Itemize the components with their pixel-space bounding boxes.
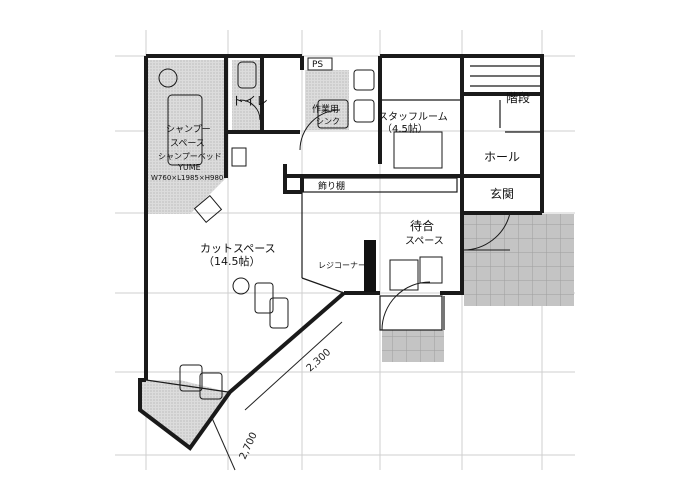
label-shampoo-2: スペース [170,139,205,149]
label-register: レジコーナー [318,261,366,270]
step-tiles [382,330,444,362]
label-hall: ホール [484,150,520,164]
label-cut-space: カットスペース [200,242,276,255]
dimension-2700: 2,700 [238,431,260,462]
label-staff-room: スタッフルーム [378,111,448,123]
toilet-floor [232,60,262,132]
label-waiting-top: 待合 [410,218,434,233]
label-shampoo-1: シャンプー [166,124,211,135]
entrance-tiles [464,214,574,306]
label-shampoo-5: W760×L1985×H980 [151,174,223,182]
label-work-bottom: シンク [316,117,340,126]
cut-chairs [158,61,443,400]
ps-box [307,57,333,71]
label-shampoo-3: シャンプーベッド [158,152,222,161]
label-entrance: 玄関 [490,186,514,201]
cut-corner-floor [140,380,228,446]
label-ps: PS [312,60,323,70]
label-shampoo-4: YUME [177,163,201,172]
label-toilet: トイレ [232,94,268,108]
label-waiting-bottom: スペース [405,236,444,247]
walls [138,54,544,451]
dimension-2300: 2,300 [305,347,334,374]
label-work-top: 作業用 [312,103,339,115]
dimension-lines [211,321,343,471]
label-staff-room-size: （4.5帖） [382,122,428,135]
shampoo-floor [148,60,226,214]
interior-lines [145,65,540,393]
label-divider: 飾り棚 [318,180,345,192]
register-counter [364,240,376,292]
label-cut-space-size: （14.5帖） [203,255,261,268]
label-stairs: 階段 [506,90,530,105]
